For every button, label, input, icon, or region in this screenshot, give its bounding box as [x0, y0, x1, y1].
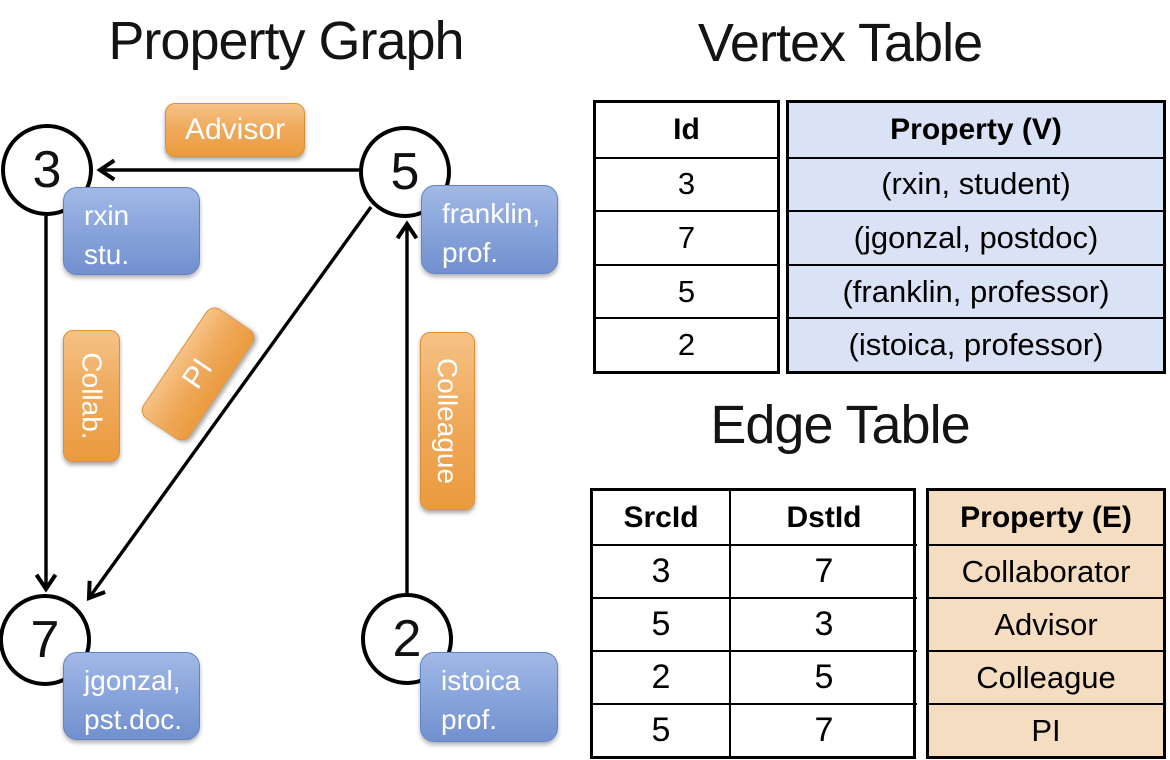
edge-table-property-header: Property (E): [960, 500, 1132, 534]
collaborator-edge-label: Collab.: [63, 330, 120, 462]
vertex-node-2: 2: [361, 593, 453, 685]
colleague-edge-label-text: Colleague: [432, 357, 464, 485]
vertex-table-property-header: Property (V): [890, 112, 1062, 146]
edge-table-srcid-cell: 5: [651, 605, 671, 643]
graph-edges: [34, 158, 419, 601]
edge-table-dstid-cell: 7: [729, 705, 917, 756]
edge-table-dstid-cell: 7: [729, 546, 917, 597]
vertex-table-id-cell: 2: [596, 317, 777, 371]
vertex-table-property-cell: (rxin, student): [789, 156, 1163, 211]
edge-table-row: 2 5: [593, 650, 917, 703]
vertex-3-property-box: rxin stu.: [63, 187, 200, 275]
vertex-node-5: 5: [359, 126, 451, 218]
advisor-edge-label: Advisor: [165, 103, 305, 157]
edge-table-src-dst-columns: SrcId DstId 3 7 5 3 2 5 5 7: [590, 488, 917, 759]
vertex-7-property-line1: jgonzal,: [84, 665, 181, 696]
property-graph-title: Property Graph: [108, 11, 464, 71]
vertex-5-property-line1: franklin,: [442, 198, 541, 229]
pi-edge-label-text: PI: [175, 352, 220, 395]
vertex-3-property-line1: rxin: [84, 200, 130, 231]
edge-table-title: Edge Table: [710, 395, 970, 455]
pi-edge-line: [86, 206, 373, 601]
edge-table-property-cell: PI: [929, 703, 1163, 756]
edge-table-row: 5 7: [593, 703, 917, 756]
vertex-2-property-line2: prof.: [441, 704, 498, 736]
vertex-node-2-id: 2: [392, 610, 422, 668]
edge-table-srcid-cell: 3: [651, 552, 671, 590]
colleague-edge-label: Colleague: [420, 332, 475, 510]
edge-table-property-cell: Collaborator: [929, 544, 1163, 597]
collaborator-edge-label-text: Collab.: [76, 352, 108, 440]
vertex-2-property-box: istoica prof.: [420, 652, 558, 742]
edge-table-header-row: SrcId DstId: [593, 491, 917, 544]
vertex-node-7-id: 7: [30, 611, 60, 669]
vertex-5-property-line2: prof.: [442, 237, 499, 269]
edge-table-row: 3 7: [593, 544, 917, 597]
vertex-table-id-column: Id 3 7 5 2: [593, 100, 780, 374]
vertex-2-property-line1: istoica: [441, 665, 521, 696]
edge-table-srcid-cell: 5: [651, 711, 671, 749]
edge-table-dstid-cell: 3: [729, 599, 917, 650]
edge-table-dstid-cell: 5: [729, 652, 917, 703]
edge-table-srcid-header: SrcId: [623, 500, 699, 534]
vertex-5-property-box: franklin, prof.: [421, 185, 558, 274]
edge-table-srcid-cell: 2: [651, 658, 671, 696]
edge-table-property-cell: Colleague: [929, 650, 1163, 703]
vertex-table-property-cell: (jgonzal, postdoc): [789, 210, 1163, 264]
vertex-3-property-line2: stu.: [84, 239, 130, 271]
vertex-node-5-id: 5: [390, 143, 420, 201]
vertex-table-id-header: Id: [673, 112, 700, 146]
edge-table-dstid-header: DstId: [729, 491, 917, 544]
vertex-table-property-column: Property (V) (rxin, student) (jgonzal, p…: [786, 100, 1166, 374]
edge-table-property-column: Property (E) Collaborator Advisor Collea…: [926, 488, 1166, 759]
advisor-edge-label-text: Advisor: [184, 113, 286, 146]
vertex-7-property-box: jgonzal, pst.doc.: [63, 652, 200, 740]
vertex-node-3-id: 3: [32, 141, 62, 199]
vertex-table-id-cell: 5: [596, 263, 777, 318]
vertex-table-title: Vertex Table: [697, 13, 983, 73]
edge-table-row: 5 3: [593, 597, 917, 650]
vertex-table-property-cell: (istoica, professor): [789, 317, 1163, 371]
vertex-table-id-cell: 7: [596, 210, 777, 264]
edge-table-property-cell: Advisor: [929, 597, 1163, 650]
vertex-table-property-cell: (franklin, professor): [789, 263, 1163, 318]
vertex-7-property-line2: pst.doc.: [84, 704, 183, 736]
vertex-table-id-cell: 3: [596, 156, 777, 211]
